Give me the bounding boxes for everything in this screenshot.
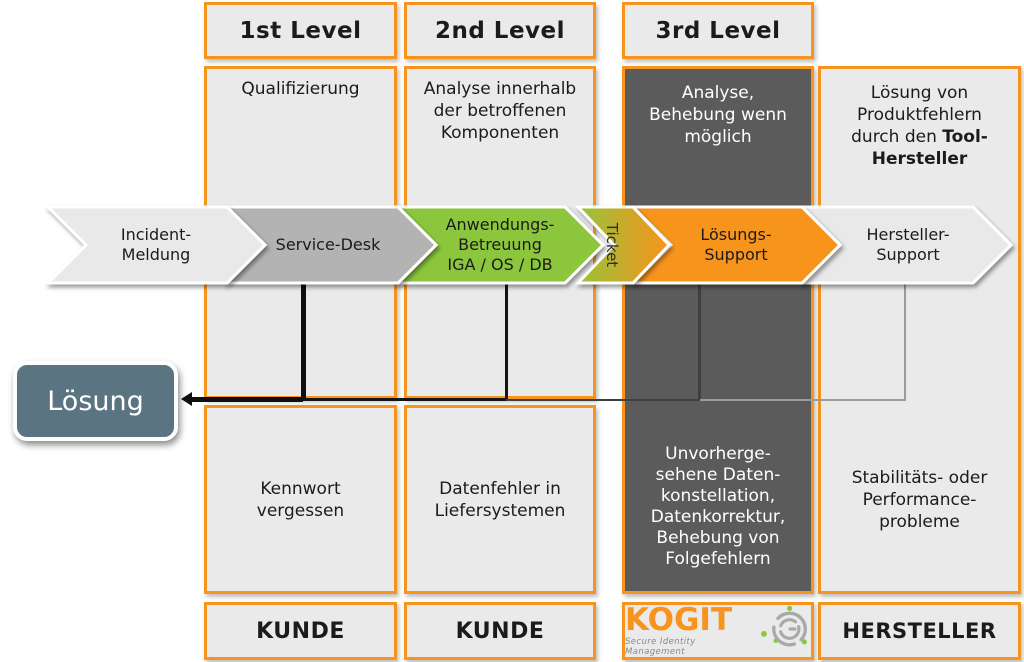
connector-level1-vertical <box>301 283 306 399</box>
task-level1: Qualifizierung <box>241 79 360 99</box>
example-vendor: Stabilitäts- oder Performance- probleme <box>851 467 988 532</box>
kogit-logo-tagline: Secure Identity Management <box>625 637 696 657</box>
label-solution-support: Lösungs- Support <box>700 225 772 264</box>
header-3rd-level: 3rd Level <box>622 2 814 59</box>
owner-level2: KUNDE <box>404 602 596 660</box>
connector-level3-vertical <box>698 283 701 401</box>
owner-level1: KUNDE <box>204 602 397 660</box>
label-service-desk: Service-Desk <box>275 235 381 254</box>
example-level1: Kennwort vergessen <box>256 478 345 521</box>
label-application-support: Anwendungs- Betreuung IGA / OS / DB <box>445 215 555 274</box>
connector-vendor-horizontal <box>700 399 906 401</box>
kogit-logo-name: KOGIT <box>625 602 733 638</box>
connector-level1-horizontal <box>189 397 303 402</box>
kogit-logo-box: KOGIT Secure Identity Management <box>622 602 814 660</box>
task-vendor-regular: Lösung von Produktfehlern durch den <box>851 83 982 147</box>
task-level2: Analyse innerhalb der betroffenen Kompon… <box>423 79 577 143</box>
task-level3: Analyse, Behebung wenn möglich <box>649 83 787 147</box>
kogit-logo: KOGIT Secure Identity Management <box>625 605 811 657</box>
panel-level3 <box>622 66 814 594</box>
owner-vendor: HERSTELLER <box>818 602 1021 660</box>
panel-level1-example <box>204 405 397 594</box>
connector-level2-vertical <box>505 283 508 398</box>
task-vendor: Lösung von Produktfehlern durch den Tool… <box>818 82 1021 170</box>
panel-vendor <box>818 66 1021 594</box>
header-2nd-level: 2nd Level <box>404 2 596 59</box>
task-vendor-bold: Tool- Hersteller <box>871 127 988 169</box>
label-incident: Incident- Meldung <box>120 225 192 264</box>
connector-arrowhead-icon <box>181 392 192 406</box>
connector-level2-horizontal <box>303 398 508 401</box>
label-ticket: Ticket <box>603 222 621 268</box>
kogit-logo-mark-icon <box>760 605 807 647</box>
solution-result-box: Lösung <box>13 361 178 441</box>
example-level3: Unvorherge- sehene Daten- konstellation,… <box>650 443 786 569</box>
connector-level3-horizontal <box>506 399 700 401</box>
panel-level2-example <box>404 405 596 594</box>
example-level2: Datenfehler in Liefersystemen <box>434 478 566 521</box>
connector-vendor-vertical <box>904 283 906 401</box>
header-1st-level: 1st Level <box>204 2 397 59</box>
label-vendor-support: Hersteller- Support <box>866 225 950 264</box>
